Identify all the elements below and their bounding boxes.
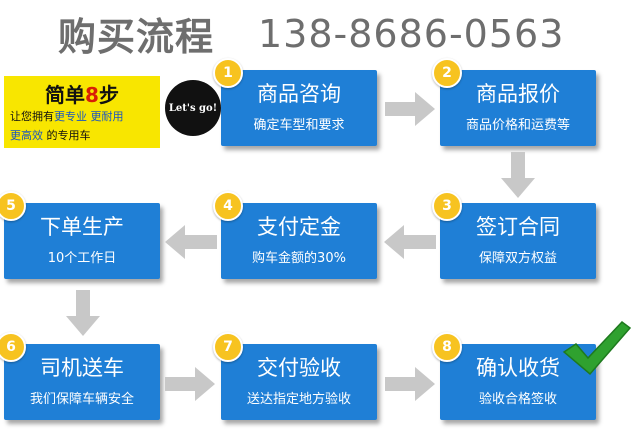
promo-line-1-d: 更耐用 [90,110,124,123]
step-card-3: 3 签订合同 保障双方权益 [432,191,596,279]
step-number-badge: 5 [0,191,26,221]
step-number-badge: 2 [432,58,462,88]
arrow-right-icon [385,92,435,126]
lets-go-badge: Let's go! [165,80,221,136]
step-card-8: 8 确认收货 验收合格签收 [432,332,596,420]
step-title: 支付定金 [257,215,341,239]
step-subtitle: 保障双方权益 [478,251,557,266]
step-subtitle: 送达指定地方验收 [246,392,351,407]
promo-line-1-a: 让您拥有 [10,110,54,123]
step-title: 确认收货 [476,356,560,380]
promo-line-2-b: 的专用车 [43,129,91,142]
promo-headline-number: 8 [85,83,99,107]
arrow-right-icon [165,367,215,401]
promo-line-2: 更高效 的专用车 [10,127,91,143]
step-card-1: 1 商品咨询 确定车型和要求 [213,58,377,146]
step-card-5: 5 下单生产 10个工作日 [0,191,160,279]
step-number-badge: 7 [213,332,243,362]
step-subtitle: 我们保障车辆安全 [29,392,134,407]
promo-line-2-a: 更高效 [10,129,43,142]
step-subtitle: 验收合格签收 [478,392,557,407]
arrow-down-icon [66,290,100,336]
step-title: 交付验收 [257,356,341,380]
step-title: 下单生产 [40,215,124,239]
step-title: 商品咨询 [257,82,341,106]
promo-banner: 简单8步 让您拥有更专业 更耐用 更高效 的专用车 [4,76,160,148]
promo-line-1: 让您拥有更专业 更耐用 [10,108,124,124]
step-title: 签订合同 [476,215,560,239]
step-subtitle: 确定车型和要求 [253,118,345,133]
step-card-4: 4 支付定金 购车金额的30% [213,191,377,279]
step-title: 司机送车 [40,356,124,380]
step-card-2: 2 商品报价 商品价格和运费等 [432,58,596,146]
step-subtitle: 商品价格和运费等 [465,118,570,133]
step-title: 商品报价 [476,82,560,106]
phone-number: 138-8686-0563 [258,12,565,56]
step-number-badge: 4 [213,191,243,221]
page-title: 购买流程 [58,15,215,59]
step-number-badge: 3 [432,191,462,221]
arrow-left-icon [384,225,436,259]
arrow-down-icon [501,152,535,198]
step-subtitle: 10个工作日 [47,251,117,266]
promo-headline-prefix: 简单 [45,83,86,107]
step-number-badge: 1 [213,58,243,88]
promo-headline-suffix: 步 [98,83,119,107]
step-number-badge: 6 [0,332,26,362]
promo-line-1-b: 更专业 [54,110,87,123]
arrow-left-icon [165,225,217,259]
step-subtitle: 购车金额的30% [252,251,346,266]
arrow-right-icon [385,367,435,401]
promo-headline: 简单8步 [4,79,160,108]
step-card-7: 7 交付验收 送达指定地方验收 [213,332,377,420]
step-card-6: 6 司机送车 我们保障车辆安全 [0,332,160,420]
step-number-badge: 8 [432,332,462,362]
checkmark-icon [562,320,632,376]
